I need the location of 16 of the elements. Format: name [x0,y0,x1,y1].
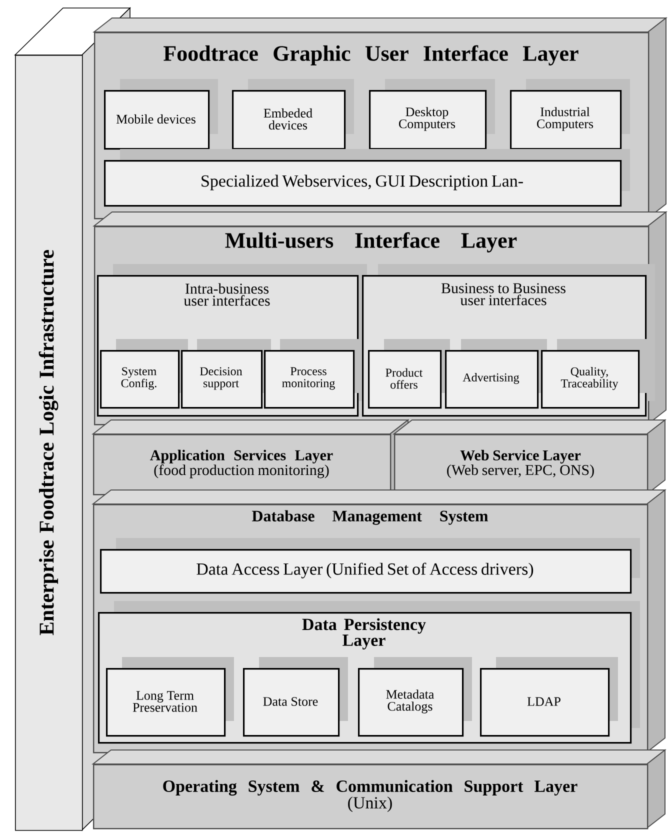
component-box: Data Access Layer (Unified Set of Access drivers) [100,538,640,594]
component-box: Product offers [368,339,450,409]
component-box: Decision support [181,339,271,409]
component-box: Data Store [243,657,348,737]
component-box: Process monitoring [264,339,363,409]
component-box: Mobile devices [104,79,218,150]
component-box: Long Term Preservation [106,657,234,737]
component-box: Advertising [445,339,547,409]
component-box: System Config. [100,339,188,409]
component-box: Quality, Traceability [541,339,648,409]
component-box: Specialized Webservices, GUI Description Lan- [104,149,630,207]
component-box: LDAP [480,657,618,737]
component-box: Industrial Computers [510,79,630,150]
component-box: Embeded devices [232,79,354,150]
component-box: Desktop Computers [369,79,495,150]
component-box: Metadata Catalogs [358,657,472,737]
